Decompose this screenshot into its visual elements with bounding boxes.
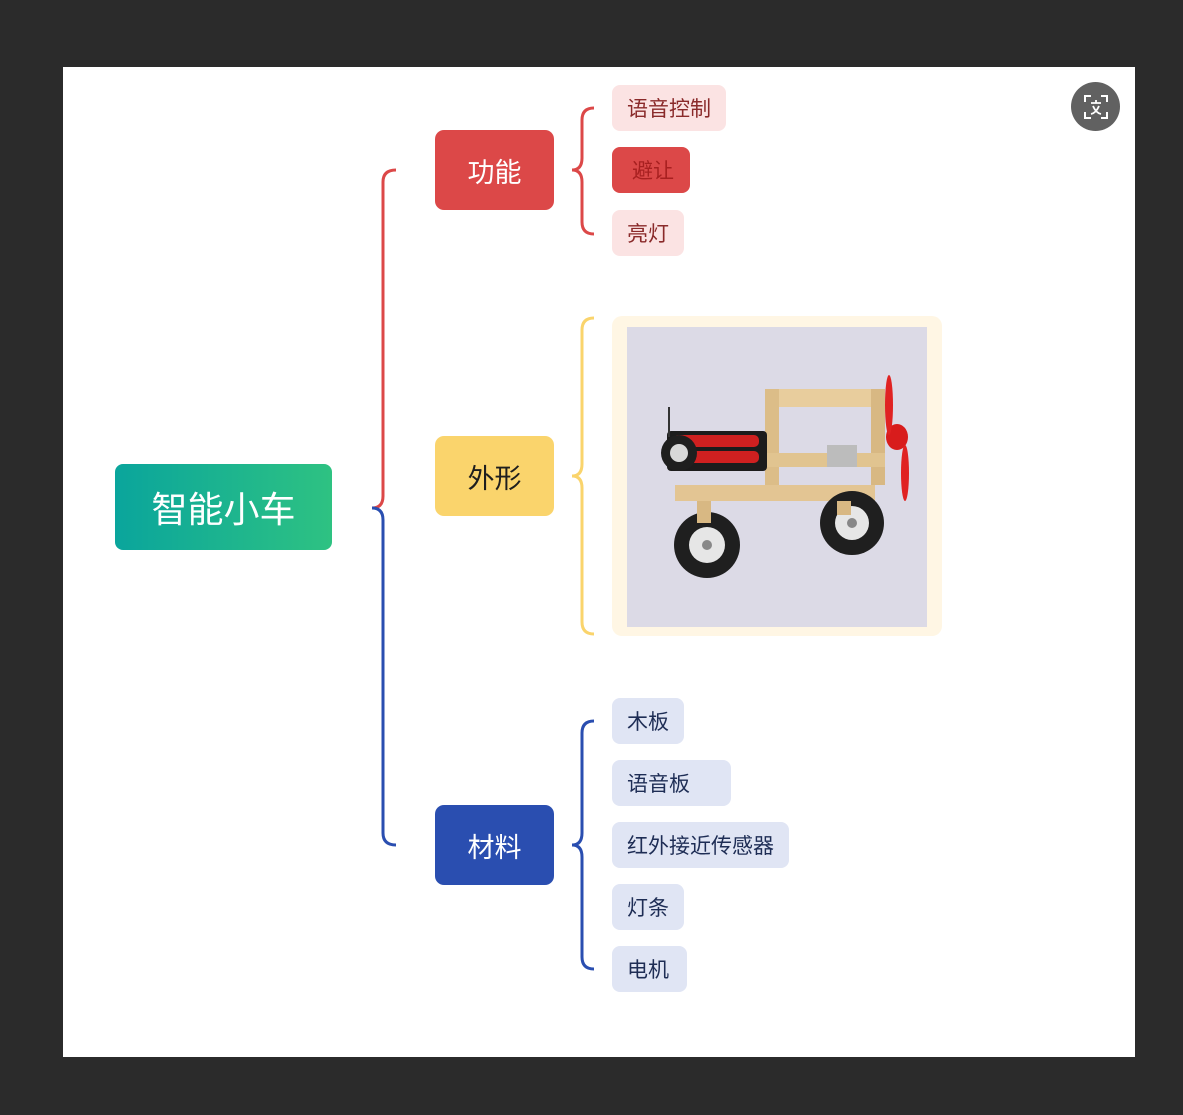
leaf-label: 语音控制: [627, 97, 711, 121]
connector-root-top: [371, 168, 397, 510]
translate-button[interactable]: [1071, 82, 1120, 131]
leaf-label: 电机: [627, 958, 669, 982]
mindmap-canvas: [63, 67, 1135, 1057]
branch-materials[interactable]: 材料: [435, 805, 554, 885]
bracket-materials: [571, 719, 595, 971]
branch-function[interactable]: 功能: [435, 130, 554, 210]
leaf-label: 灯条: [627, 896, 669, 920]
connector-root-bottom: [371, 506, 397, 847]
leaf-ir-sensor[interactable]: 红外接近传感器: [612, 822, 789, 868]
image-node[interactable]: [612, 316, 942, 636]
leaf-light-strip[interactable]: 灯条: [612, 884, 684, 930]
leaf-label: 语音板: [627, 772, 690, 796]
branch-shape-label: 外形: [467, 463, 522, 495]
branch-materials-label: 材料: [467, 832, 522, 864]
branch-shape[interactable]: 外形: [435, 436, 554, 516]
leaf-label: 亮灯: [627, 222, 669, 246]
leaf-voice-board[interactable]: 语音板: [612, 760, 731, 806]
leaf-wood-board[interactable]: 木板: [612, 698, 684, 744]
root-node[interactable]: 智能小车: [115, 464, 332, 550]
toy-car-photo: [627, 327, 927, 627]
leaf-label: 木板: [627, 710, 669, 734]
leaf-label: 避让: [632, 159, 674, 183]
leaf-voice-control[interactable]: 语音控制: [612, 85, 726, 131]
leaf-label: 红外接近传感器: [627, 834, 774, 858]
translate-text-icon: [1083, 94, 1108, 119]
bracket-shape: [571, 316, 595, 636]
leaf-motor[interactable]: 电机: [612, 946, 687, 992]
branch-function-label: 功能: [467, 157, 522, 189]
bracket-function: [571, 106, 595, 236]
leaf-lights[interactable]: 亮灯: [612, 210, 684, 256]
root-label: 智能小车: [151, 490, 296, 531]
leaf-avoidance[interactable]: 避让: [612, 147, 690, 193]
